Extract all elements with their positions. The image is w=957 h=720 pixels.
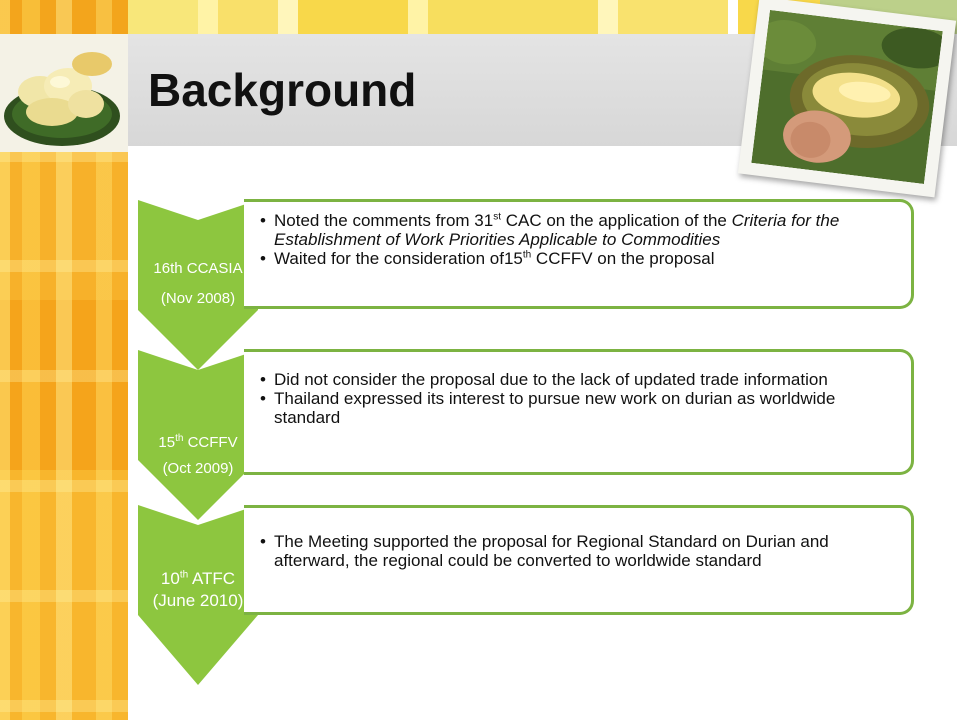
bullet-item: Noted the comments from 31st CAC on the … [258,211,901,249]
bullet-item: The Meeting supported the proposal for R… [258,532,901,570]
stage-3-date: (June 2010) [152,591,244,610]
durian-flesh-photo [0,34,128,152]
stage-3-meeting: 10th ATFC [160,569,236,588]
stage-2-bullets: Did not consider the proposal due to the… [258,370,901,427]
bullet-item: Waited for the consideration of15th CCFF… [258,249,901,268]
stage-1-chevron [138,200,258,370]
stage-1-bullets: Noted the comments from 31st CAC on the … [258,211,901,268]
bullet-item: Thailand expressed its interest to pursu… [258,389,901,427]
stage-3-bullets: The Meeting supported the proposal for R… [258,532,901,570]
stage-2-date: (Oct 2009) [162,460,234,477]
bullet-item: Did not consider the proposal due to the… [258,370,901,389]
stage-3-chevron [138,505,258,685]
stage-1-box: Noted the comments from 31st CAC on the … [244,199,914,309]
stage-2-meeting: 15th CCFFV [158,433,238,452]
stage-2-box: Did not consider the proposal due to the… [244,349,914,475]
stage-1-meeting: 16th CCASIA [153,260,243,277]
opened-durian-photo [737,0,957,198]
stage-3-box: The Meeting supported the proposal for R… [244,505,914,615]
stage-1-date: (Nov 2008) [160,290,236,307]
slide-title: Background [148,64,417,116]
stage-2-chevron [138,350,258,520]
